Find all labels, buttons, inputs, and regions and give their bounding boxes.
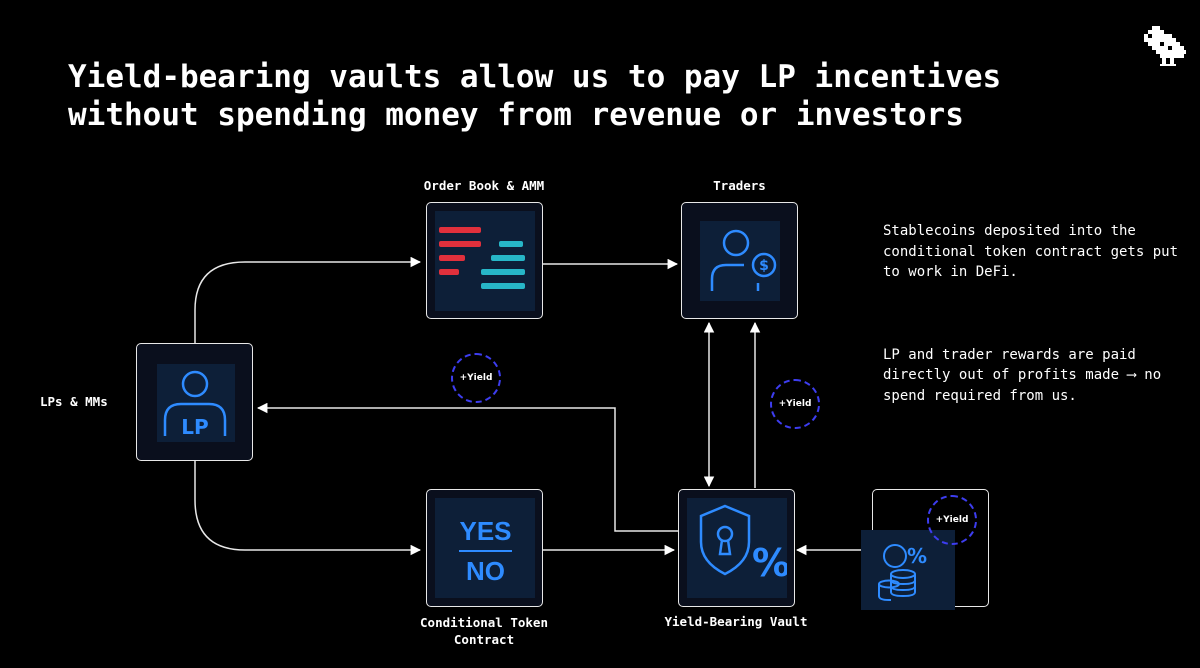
explanation-notes: Stablecoins deposited into the condition… — [883, 180, 1183, 448]
yield-badge-defi: +Yield — [927, 495, 977, 545]
orderbook-label: Order Book & AMM — [423, 178, 545, 193]
order-book-icon — [435, 211, 535, 311]
lps-node[interactable]: LP — [136, 343, 253, 461]
lps-label: LPs & MMs — [40, 394, 108, 409]
orderbook-node[interactable] — [426, 202, 543, 319]
fraction-line — [459, 550, 512, 552]
vault-label: Yield-Bearing Vault — [664, 614, 808, 629]
lp-person-icon: LP — [157, 364, 235, 442]
title-line-1: Yield-bearing vaults allow us to pay LP … — [68, 59, 1002, 95]
traders-label: Traders — [713, 178, 766, 193]
note-paragraph-2: LP and trader rewards are paid directly … — [883, 346, 1170, 404]
no-text: NO — [466, 556, 505, 586]
note-paragraph-1: Stablecoins deposited into the condition… — [883, 223, 1187, 281]
conditional-token-label: Conditional Token Contract — [404, 614, 564, 648]
yield-badge-lp: +Yield — [451, 353, 501, 403]
conditional-token-label-line-1: Conditional Token — [420, 615, 548, 630]
defi-percent: % — [907, 544, 927, 568]
yield-badge-traders: +Yield — [770, 379, 820, 429]
conditional-token-node[interactable]: YES NO — [426, 489, 543, 607]
pixel-bird-icon — [1144, 26, 1186, 66]
vault-percent: % — [752, 541, 787, 585]
connector-vault-to-lp — [256, 402, 678, 532]
coins-percent-icon: % — [861, 530, 955, 610]
shield-keyhole-icon: % — [687, 498, 787, 598]
page-title: Yield-bearing vaults allow us to pay LP … — [68, 58, 1001, 134]
vault-node[interactable]: % — [678, 489, 795, 607]
svg-text:$: $ — [759, 258, 769, 274]
yes-text: YES — [459, 516, 512, 546]
trader-dollar-icon: $ — [700, 221, 780, 301]
title-line-2: without spending money from revenue or i… — [68, 97, 964, 133]
connector-lp-to-orderbook — [194, 256, 422, 343]
conditional-token-label-line-2: Contract — [453, 632, 515, 647]
connector-lp-to-conditional — [194, 461, 422, 556]
traders-node[interactable]: $ — [681, 202, 798, 319]
lp-icon-text: LP — [181, 415, 208, 439]
